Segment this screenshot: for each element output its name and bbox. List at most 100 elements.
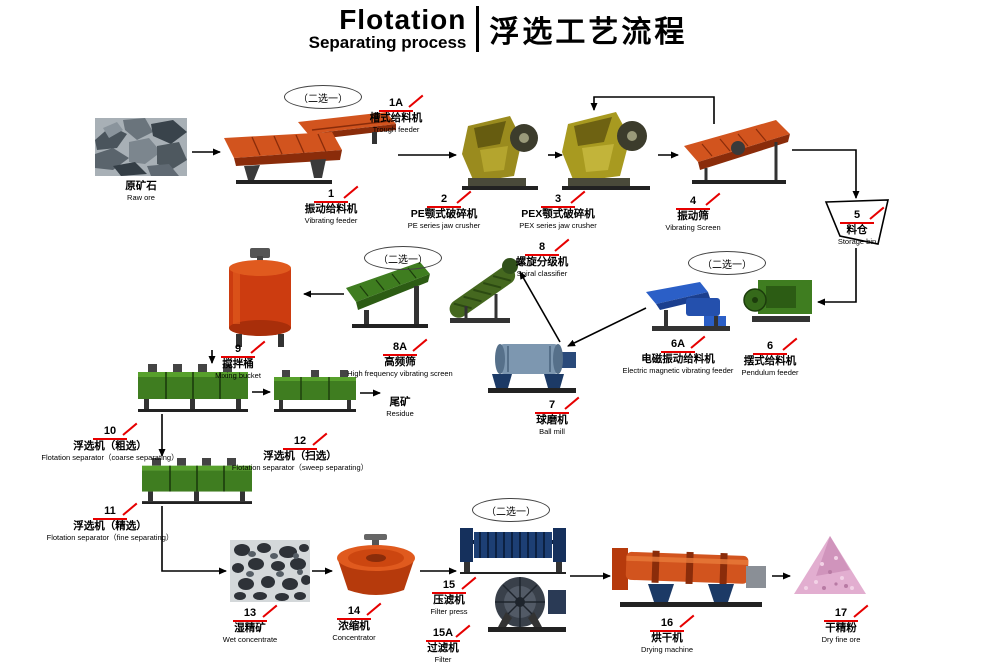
trough-feeder-number: 1A bbox=[379, 97, 413, 113]
flotation-sweep-number: 12 bbox=[283, 435, 317, 451]
label-pe-jaw-crusher: 2 PE颚式破碎机 PE series jaw crusher bbox=[398, 188, 490, 230]
pex-jaw-crusher-graphic bbox=[558, 110, 656, 190]
raw-ore-image bbox=[95, 118, 187, 176]
flotation-separator-coarse-graphic bbox=[136, 364, 250, 412]
flotation-fine-name-zh: 浮选机（精选） bbox=[73, 520, 147, 533]
mixing-bucket-number: 9 bbox=[221, 343, 255, 359]
pe-jaw-crusher-graphic bbox=[460, 114, 546, 190]
pe-jaw-crusher-name-en: PE series jaw crusher bbox=[407, 220, 481, 230]
ball-mill-name-zh: 球磨机 bbox=[536, 414, 568, 427]
flotation-coarse-name-zh: 浮选机（粗选） bbox=[73, 440, 147, 453]
spiral-classifier-name-en: Spiral classifier bbox=[516, 268, 568, 278]
label-ball-mill: 7 球磨机 Ball mill bbox=[512, 394, 592, 436]
label-drying-machine: 16 烘干机 Drying machine bbox=[620, 612, 714, 654]
pendulum-feeder-name-zh: 摆式给料机 bbox=[743, 355, 797, 368]
choose-one-badge-bin-feeders: （二选一） bbox=[688, 251, 766, 275]
label-flotation-sweep: 12 浮选机（扫选） Flotation separator（sweep sep… bbox=[222, 430, 378, 472]
storage-bin-number: 5 bbox=[840, 209, 874, 225]
title-english-block: Flotation Separating process bbox=[309, 6, 467, 53]
title-chinese: 浮选工艺流程 bbox=[489, 16, 688, 50]
drying-machine-number: 16 bbox=[650, 617, 684, 633]
residue-name-zh: 尾矿 bbox=[389, 396, 411, 408]
pendulum-feeder-graphic bbox=[742, 276, 816, 326]
label-wet-concentrate: 13 湿精矿 Wet concentrate bbox=[204, 602, 296, 644]
filter-name-en: Filter bbox=[434, 654, 452, 664]
high-frequency-screen-number: 8A bbox=[383, 341, 417, 357]
spiral-classifier-name-zh: 螺旋分级机 bbox=[515, 256, 569, 269]
choose-one-badge-classifiers: （二选一） bbox=[364, 246, 442, 270]
residue-name-en: Residue bbox=[386, 408, 414, 418]
flotation-fine-name-en: Flotation separator（fine separating） bbox=[46, 532, 174, 542]
wet-concentrate-name-zh: 湿精矿 bbox=[234, 622, 266, 635]
filter-press-name-zh: 压滤机 bbox=[433, 594, 465, 607]
pex-jaw-crusher-number: 3 bbox=[541, 193, 575, 209]
storage-bin-name-en: Storage bin bbox=[837, 236, 877, 246]
vibrating-feeder-name-zh: 振动给料机 bbox=[304, 203, 358, 216]
title-divider bbox=[476, 6, 480, 53]
ball-mill-name-en: Ball mill bbox=[539, 426, 565, 436]
pe-jaw-crusher-number: 2 bbox=[427, 193, 461, 209]
pendulum-feeder-number: 6 bbox=[753, 340, 787, 356]
subtitle-english: Separating process bbox=[308, 33, 467, 52]
raw-ore-name-en: Raw ore bbox=[127, 192, 155, 202]
pex-jaw-crusher-name-zh: PEX颚式破碎机 bbox=[521, 208, 595, 221]
label-high-frequency-screen: 8A 高频筛 High frequency vibrating screen bbox=[330, 336, 470, 378]
filter-press-graphic bbox=[458, 520, 568, 574]
electromagnetic-vibrating-feeder-name-zh: 电磁振动给料机 bbox=[641, 353, 715, 366]
flotation-fine-number: 11 bbox=[93, 505, 127, 521]
flotation-coarse-number: 10 bbox=[93, 425, 127, 441]
flotation-sweep-name-zh: 浮选机（扫选） bbox=[263, 450, 337, 463]
diagram-header: Flotation Separating process 浮选工艺流程 bbox=[0, 6, 996, 53]
pendulum-feeder-name-en: Pendulum feeder bbox=[741, 367, 799, 377]
label-flotation-fine: 11 浮选机（精选） Flotation separator（fine sepa… bbox=[28, 500, 192, 542]
label-residue: 尾矿 Residue bbox=[368, 396, 432, 418]
concentrator-number: 14 bbox=[337, 605, 371, 621]
vibrating-feeder-graphic bbox=[222, 130, 344, 184]
dry-fine-ore-name-zh: 干精粉 bbox=[825, 622, 857, 635]
wet-concentrate-name-en: Wet concentrate bbox=[222, 634, 278, 644]
label-dry-fine-ore: 17 干精粉 Dry fine ore bbox=[796, 602, 886, 644]
dry-fine-ore-name-en: Dry fine ore bbox=[821, 634, 861, 644]
vibrating-screen-graphic bbox=[680, 118, 794, 186]
drum-filter-graphic bbox=[484, 574, 570, 634]
flotation-separator-fine-graphic bbox=[140, 458, 254, 504]
dry-fine-ore-pile-graphic bbox=[792, 534, 868, 596]
spiral-classifier-number: 8 bbox=[525, 241, 559, 257]
concentrator-graphic bbox=[334, 534, 418, 602]
label-vibrating-feeder: 1 振动给料机 Vibrating feeder bbox=[286, 183, 376, 225]
dry-fine-ore-number: 17 bbox=[824, 607, 858, 623]
filter-press-name-en: Filter press bbox=[430, 606, 468, 616]
concentrator-name-zh: 浓缩机 bbox=[338, 620, 370, 633]
flotation-separator-sweep-graphic bbox=[272, 370, 358, 412]
filter-name-zh: 过滤机 bbox=[427, 642, 459, 655]
drying-machine-name-en: Drying machine bbox=[640, 644, 694, 654]
label-spiral-classifier: 8 螺旋分级机 Spiral classifier bbox=[492, 236, 592, 278]
label-filter-press: 15 压滤机 Filter press bbox=[406, 574, 492, 616]
vibrating-feeder-number: 1 bbox=[314, 188, 348, 204]
concentrator-name-en: Concentrator bbox=[332, 632, 376, 642]
vibrating-feeder-name-en: Vibrating feeder bbox=[304, 215, 358, 225]
electromagnetic-vibrating-feeder-name-en: Electric magnetic vibrating feeder bbox=[622, 365, 734, 375]
title-english: Flotation bbox=[339, 4, 467, 35]
flotation-coarse-name-en: Flotation separator（coarse separating） bbox=[41, 452, 179, 462]
drying-machine-graphic bbox=[612, 538, 770, 612]
mixing-bucket-name-en: Mixing bucket bbox=[215, 370, 261, 380]
label-mixing-bucket: 9 搅拌桶 Mixing bucket bbox=[196, 338, 280, 380]
label-vibrating-screen: 4 振动筛 Vibrating Screen bbox=[650, 190, 736, 232]
label-raw-ore: 原矿石 Raw ore bbox=[98, 180, 184, 202]
choose-one-badge-filters: （二选一） bbox=[472, 498, 550, 522]
spiral-classifier-graphic bbox=[444, 254, 524, 328]
trough-feeder-name-en: Trough feeder bbox=[372, 124, 420, 134]
mixing-bucket-name-zh: 搅拌桶 bbox=[222, 358, 254, 371]
high-frequency-screen-graphic bbox=[340, 256, 436, 332]
wet-concentrate-number: 13 bbox=[233, 607, 267, 623]
mixing-bucket-graphic bbox=[224, 246, 296, 348]
wet-concentrate-image bbox=[230, 540, 310, 602]
label-pex-jaw-crusher: 3 PEX颚式破碎机 PEX series jaw crusher bbox=[508, 188, 608, 230]
ball-mill-graphic bbox=[486, 338, 578, 394]
flotation-sweep-name-en: Flotation separator（sweep separating） bbox=[231, 462, 369, 472]
label-storage-bin: 5 料仓 Storage bin bbox=[826, 204, 888, 246]
choose-one-badge-feeders: （二选一） bbox=[284, 85, 362, 109]
label-electromagnetic-vibrating-feeder: 6A 电磁振动给料机 Electric magnetic vibrating f… bbox=[612, 333, 744, 375]
